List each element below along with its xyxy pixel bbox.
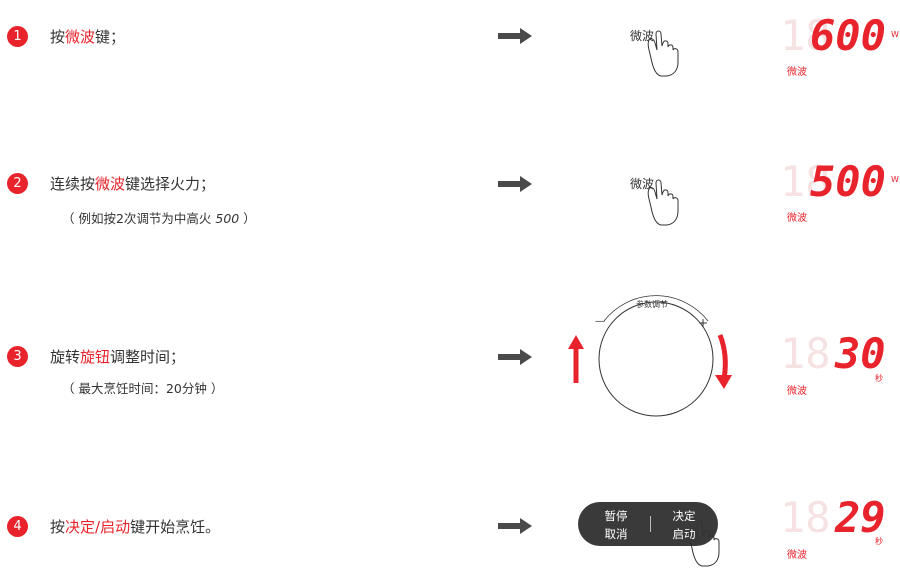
pause-button-top[interactable]: 暂停 [604,509,628,523]
divider [650,516,651,532]
unit-label: W [891,175,899,184]
seven-segment-display: 18 30 [780,330,886,378]
mode-label: 微波 [787,550,807,561]
svg-text:18: 18 [780,494,831,542]
svg-text:18: 18 [780,158,831,206]
unit-label: 秒 [875,537,883,546]
mode-label: 微波 [787,386,807,397]
knob-minus: — [595,316,605,327]
step-instruction: 旋转旋钮调整时间； [50,348,186,366]
seven-segment-display: 18 500 [780,158,886,206]
knob-label: 参数调节 [636,300,668,309]
mode-label: 微波 [787,67,807,78]
step-note: （ 例如按2次调节为中高火 500 ） [62,211,256,226]
arrow-right-icon [498,349,532,365]
step-number: 4 [7,516,28,537]
rotate-right-arrow-icon [717,334,728,380]
hand-pointer-icon [647,179,679,226]
pause-button-bottom[interactable]: 取消 [604,527,628,541]
display-value: 500 [810,158,886,206]
display-value: 600 [810,12,886,60]
step-instruction: 按微波键； [50,28,126,46]
microwave-button-label: 微波 [630,177,655,191]
arrow-right-icon [498,518,532,534]
svg-text:18: 18 [780,12,831,60]
start-button-top[interactable]: 决定 [672,509,696,523]
step-note: （ 最大烹饪时间：20分钟 ） [62,381,224,396]
hand-pointer-icon [688,520,720,567]
step-number: 1 [7,26,28,47]
arrow-right-icon [498,28,532,44]
seven-segment-display: 18 600 [780,12,886,60]
microwave-button-label: 微波 [630,29,655,43]
svg-text:18: 18 [780,330,831,378]
knob-diagram [568,295,732,417]
knob-plus: + [698,316,709,330]
step-instruction: 连续按微波键选择火力； [50,175,216,193]
step-number: 3 [7,346,28,367]
step-number: 2 [7,173,28,194]
step-instruction: 按决定/启动键开始烹饪。 [50,518,221,536]
arrow-right-icon [498,176,532,192]
unit-label: W [891,30,899,39]
knob-icon [598,301,714,417]
display-value: 30 [834,330,886,378]
mode-label: 微波 [787,213,807,224]
display-value: 29 [834,494,886,542]
hand-pointer-icon [647,30,679,77]
unit-label: 秒 [875,374,883,383]
control-panel-pill [578,502,718,546]
seven-segment-display: 18 29 [780,494,886,542]
